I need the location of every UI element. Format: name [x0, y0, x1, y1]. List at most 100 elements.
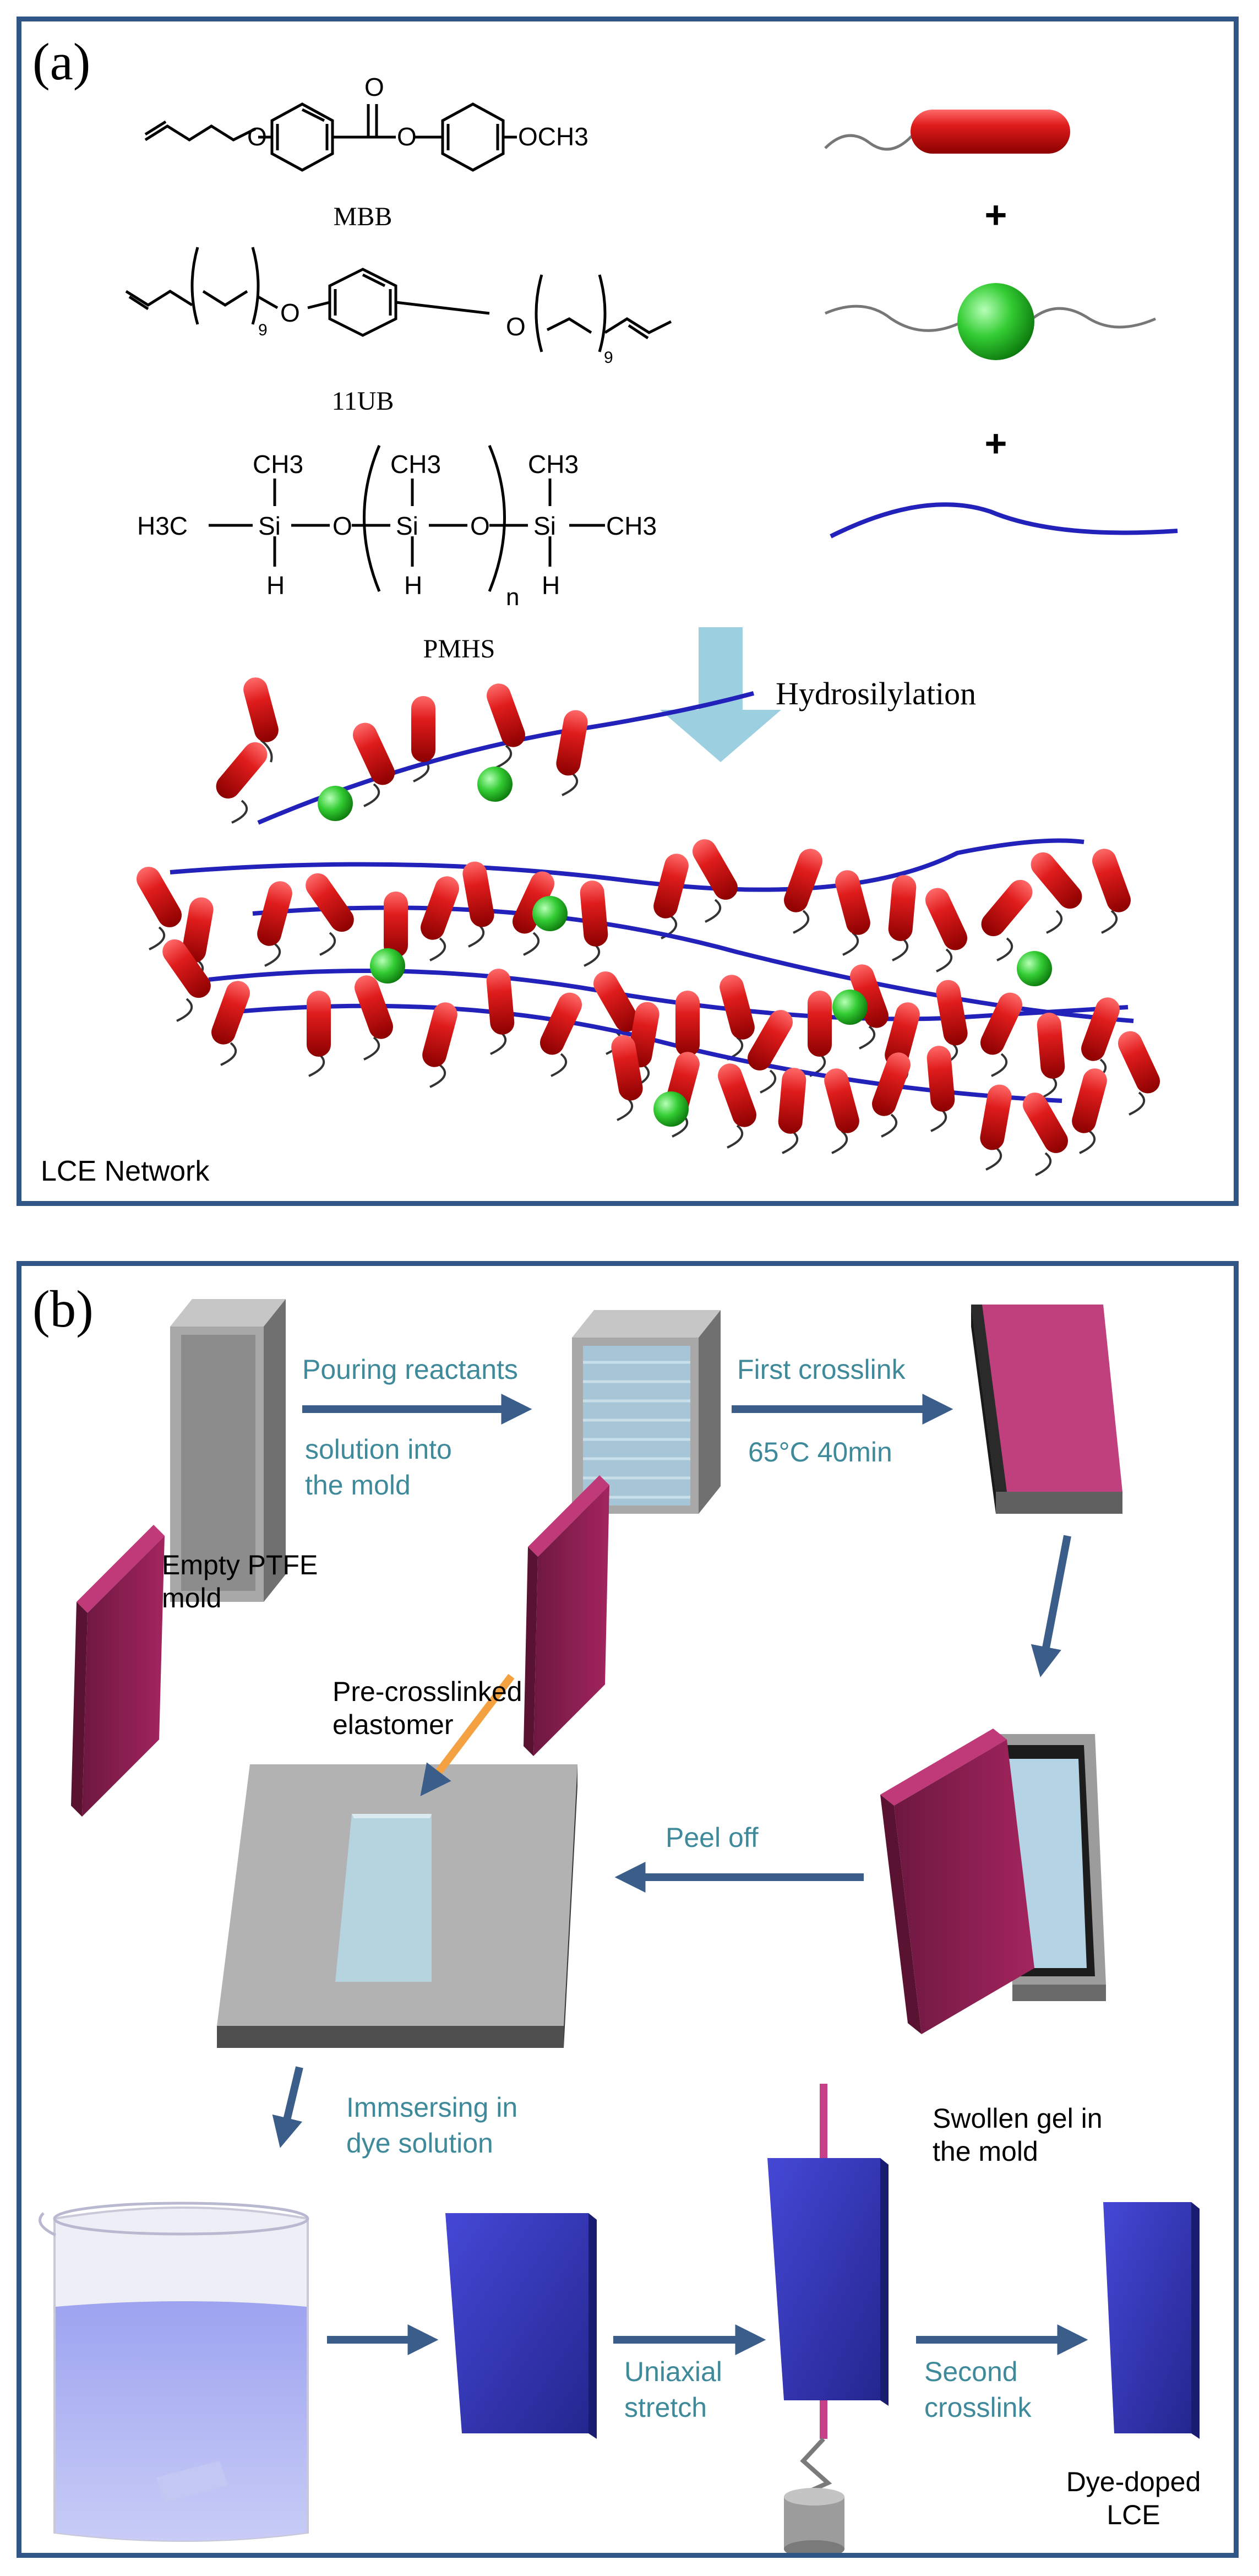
mesogen-rod	[981, 879, 1033, 937]
tether	[760, 1069, 777, 1094]
mesogen-rod	[808, 991, 832, 1057]
pmhs-h-1: H	[266, 571, 285, 600]
11ub-oxygen-2: O	[506, 312, 526, 341]
mesogen-rod	[1072, 1068, 1107, 1133]
dye-doped-label-2: LCE	[1107, 2499, 1160, 2530]
plus-sign-1: +	[985, 193, 1007, 236]
mesogen-rod	[580, 881, 608, 947]
pmhs-name: PMHS	[423, 634, 495, 664]
pmhs-si-3: Si	[533, 512, 556, 540]
stretch-label-2: stretch	[624, 2392, 707, 2423]
tether	[985, 1146, 1002, 1171]
tether	[176, 998, 193, 1022]
mesogen-rod	[1092, 849, 1131, 912]
mesogen-rod	[748, 1010, 793, 1070]
panel-a: (a) O O O OCH3 MBB	[17, 17, 1239, 1206]
mesogen-rod	[257, 881, 292, 946]
network-crosslinkers	[318, 767, 1052, 1127]
backbone-chain-icon	[830, 502, 1178, 539]
pre-crosslinked-label-2: elastomer	[333, 1709, 454, 1740]
mbb-name: MBB	[334, 202, 393, 231]
tether	[264, 943, 281, 967]
crosslinker-sphere	[370, 948, 405, 983]
mesogen-rod	[872, 1052, 911, 1116]
empty-mold-label-1: Empty PTFE	[162, 1550, 318, 1580]
dye-doped-label-1: Dye-doped	[1066, 2466, 1201, 2497]
tether	[260, 739, 273, 763]
mbb-structure	[144, 102, 517, 172]
pmhs-o-2: O	[470, 512, 490, 540]
mesogen-rod	[718, 1063, 756, 1127]
tether	[551, 1053, 568, 1077]
mesogen-rod	[1031, 852, 1082, 909]
tether	[831, 1130, 848, 1154]
mesogen-rod	[778, 1068, 806, 1134]
pre-crosslinked-plate	[217, 1764, 577, 2048]
crosslinker-sphere-icon	[825, 283, 1156, 360]
hydrosilylation-arrow	[660, 627, 781, 762]
11ub-repeat-right: 9	[604, 349, 613, 367]
mesogen-rod	[355, 975, 393, 1039]
peel-off-label: Peel off	[666, 1822, 759, 1853]
tether	[881, 1113, 898, 1138]
pmhs-ch3-top-2: CH3	[390, 450, 441, 479]
pmhs-h3c: H3C	[137, 512, 188, 540]
tether	[1101, 910, 1118, 934]
empty-ptfe-mold	[71, 1299, 286, 1817]
mbb-end-group: OCH3	[518, 122, 588, 151]
filled-mold	[524, 1310, 721, 1756]
mesogen-rod	[1118, 1031, 1160, 1094]
dye-beaker	[39, 2202, 309, 2542]
lce-network	[137, 677, 1160, 1176]
mesogen-rod	[611, 1035, 643, 1101]
11ub-structure	[125, 247, 672, 352]
mesogen-rod	[1081, 997, 1120, 1061]
mesogen-rod	[556, 710, 588, 776]
mesogen-rod	[422, 1002, 457, 1067]
tether	[1035, 1152, 1052, 1176]
tether	[490, 1031, 507, 1055]
pmhs-structure	[209, 445, 605, 592]
tether	[859, 1025, 876, 1050]
dyed-elastomer	[445, 2213, 597, 2439]
mesogen-rod	[512, 871, 555, 934]
crosslinker-sphere	[477, 767, 513, 802]
hydrosilylation-label: Hydrosilylation	[776, 676, 976, 711]
tether	[930, 1108, 947, 1132]
mesogen-rod	[593, 971, 639, 1032]
11ub-name: 11UB	[332, 387, 394, 416]
tether	[523, 932, 540, 956]
mesogen-rod-icon	[824, 110, 1070, 154]
mesogen-rod	[307, 991, 331, 1057]
backbone-chain	[208, 969, 1129, 1021]
first-crosslink-condition: 65°C 40min	[748, 1437, 892, 1468]
pmhs-subscript-n: n	[506, 584, 519, 611]
second-crosslink-label-1: Second	[924, 2356, 1018, 2387]
crosslinker-sphere	[318, 786, 353, 821]
pre-crosslinked-label-1: Pre-crosslinked	[333, 1676, 522, 1707]
mesogen-rod	[888, 875, 917, 941]
mesogen-rod	[486, 969, 515, 1035]
tether	[363, 1036, 380, 1061]
panel-b-label: (b)	[32, 1280, 94, 1338]
pour-label-bottom-1: solution into	[305, 1434, 452, 1465]
mesogen-rod	[824, 1068, 859, 1133]
tether	[584, 943, 601, 967]
mesogen-rod	[693, 839, 738, 900]
pmhs-si-1: Si	[258, 512, 281, 540]
pmhs-si-2: Si	[396, 512, 418, 540]
tether	[562, 772, 579, 796]
mesogen-rod	[216, 742, 268, 799]
mesogen-rod	[487, 683, 525, 747]
mesogen-rod	[182, 897, 214, 963]
tether	[468, 923, 485, 948]
mesogen-rod	[1037, 1013, 1065, 1079]
mesogen-rod	[352, 722, 395, 785]
mesogen-rod	[384, 892, 408, 958]
crosslinker-sphere	[653, 1091, 689, 1127]
pmhs-ch3-top-3: CH3	[528, 450, 579, 479]
tether	[1040, 1075, 1058, 1099]
pmhs-h-3: H	[542, 571, 560, 600]
stretch-label-1: Uniaxial	[624, 2356, 722, 2387]
mesogen-rod	[211, 981, 250, 1045]
